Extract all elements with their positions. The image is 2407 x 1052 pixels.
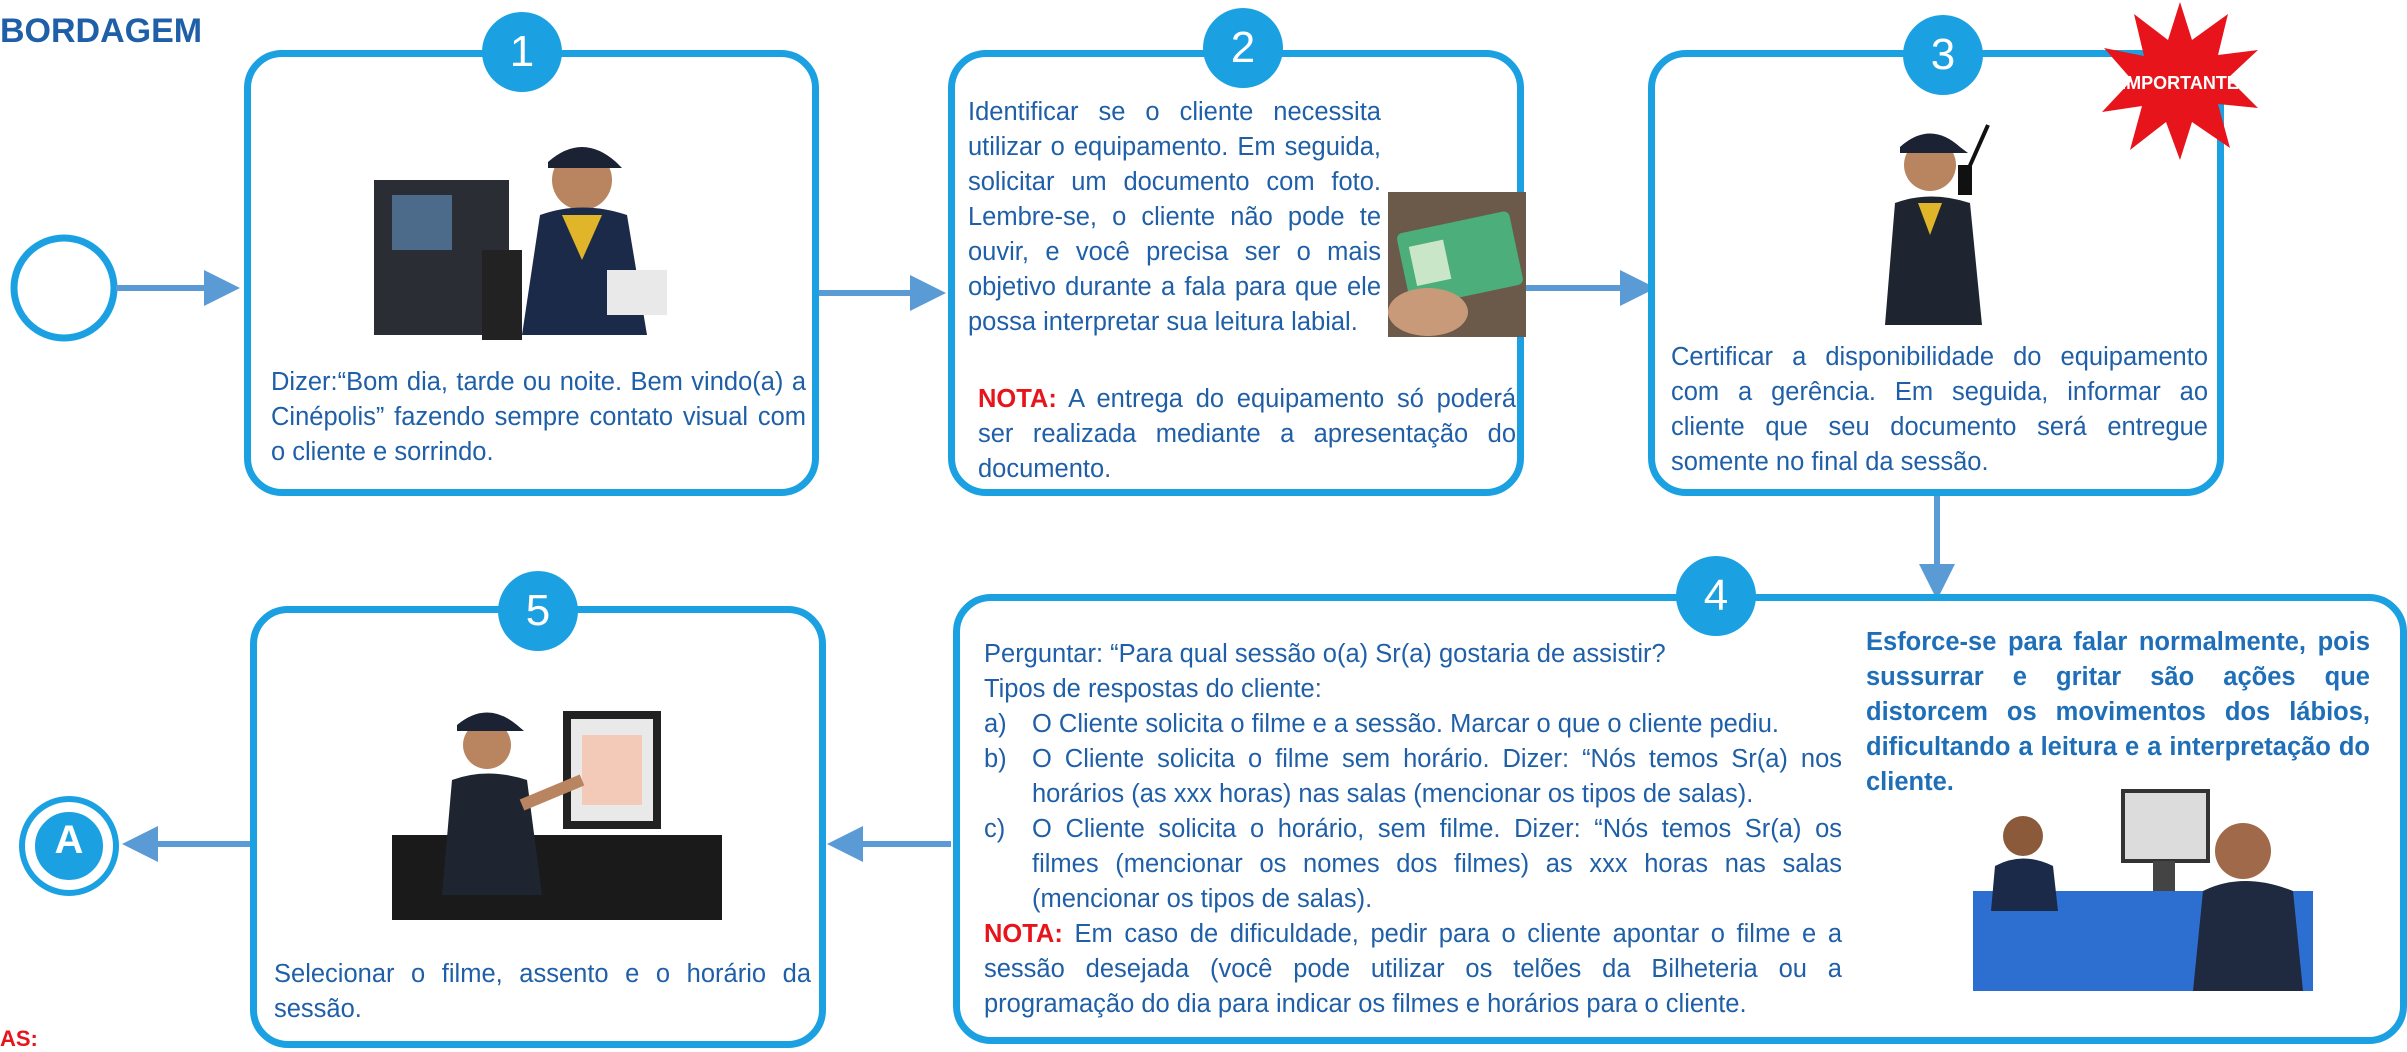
step-4-box: Perguntar: “Para qual sessão o(a) Sr(a) … (953, 594, 2407, 1044)
staff-with-radio-photo (1885, 124, 1990, 325)
staff-with-customer-photo (1973, 789, 2313, 991)
step-2-number: 2 (1203, 8, 1283, 88)
importante-burst-icon (2102, 2, 2258, 160)
step-4-option-a: a) O Cliente solicita o filme e a sessão… (984, 710, 1779, 738)
step-5-number: 5 (498, 571, 578, 651)
step-4-intro-types: Tipos de respostas do cliente: (984, 675, 1322, 703)
step-5-box: Selecionar o filme, assento e o horário … (250, 606, 826, 1048)
connector-a-inner (31, 808, 107, 884)
step-3-text: Certificar a disponibilidade do equipame… (1671, 343, 2208, 476)
step-2-nota: NOTA: A entrega do equipamento só poderá… (978, 382, 1516, 487)
id-document-photo (1388, 192, 1526, 337)
step-4-nota: NOTA: Em caso de dificuldade, pedir para… (984, 917, 1842, 1022)
importante-badge: IMPORTANTE (2121, 73, 2239, 93)
step-4-option-b: b) O Cliente solicita o filme sem horári… (984, 745, 1842, 808)
step-5-text: Selecionar o filme, assento e o horário … (274, 960, 811, 1023)
step-4-options: a) O Cliente solicita o filme e a sessão… (984, 707, 1842, 917)
step-4-body: Perguntar: “Para qual sessão o(a) Sr(a) … (984, 637, 1842, 1022)
staff-selecting-screen-photo (392, 711, 722, 920)
step-2-box: Identificar se o cliente necessita utili… (948, 50, 1526, 496)
step-2-nota-label: NOTA: (978, 385, 1057, 413)
step-1-box: Dizer:“Bom dia, tarde ou noite. Bem vind… (244, 50, 819, 496)
step-2-text: Identificar se o cliente necessita utili… (968, 98, 1381, 336)
step-3-box: Certificar a disponibilidade do equipame… (1648, 50, 2224, 496)
step-1-number: 1 (482, 12, 562, 92)
step-4-tip: Esforce-se para falar normalmente, pois … (1866, 628, 2370, 796)
page-title: BORDAGEM (0, 12, 203, 50)
step-4-option-c: c) O Cliente solicita o horário, sem fil… (984, 815, 1842, 913)
step-4-intro-question: Perguntar: “Para qual sessão o(a) Sr(a) … (984, 640, 1666, 668)
step-1-text: Dizer:“Bom dia, tarde ou noite. Bem vind… (271, 368, 806, 466)
staff-at-register-photo (374, 147, 667, 340)
footer-label: AS: (0, 1026, 38, 1051)
step-4-number: 4 (1676, 556, 1756, 636)
step-2-nota-text: A entrega do equipamento só poderá ser r… (978, 385, 1517, 483)
step-4-nota-text: Em caso de dificuldade, pedir para o cli… (984, 920, 1842, 1018)
start-circle (10, 234, 118, 342)
connector-a-label: A (54, 818, 84, 862)
step-4-nota-label: NOTA: (984, 920, 1063, 948)
step-3-number: 3 (1903, 15, 1983, 95)
